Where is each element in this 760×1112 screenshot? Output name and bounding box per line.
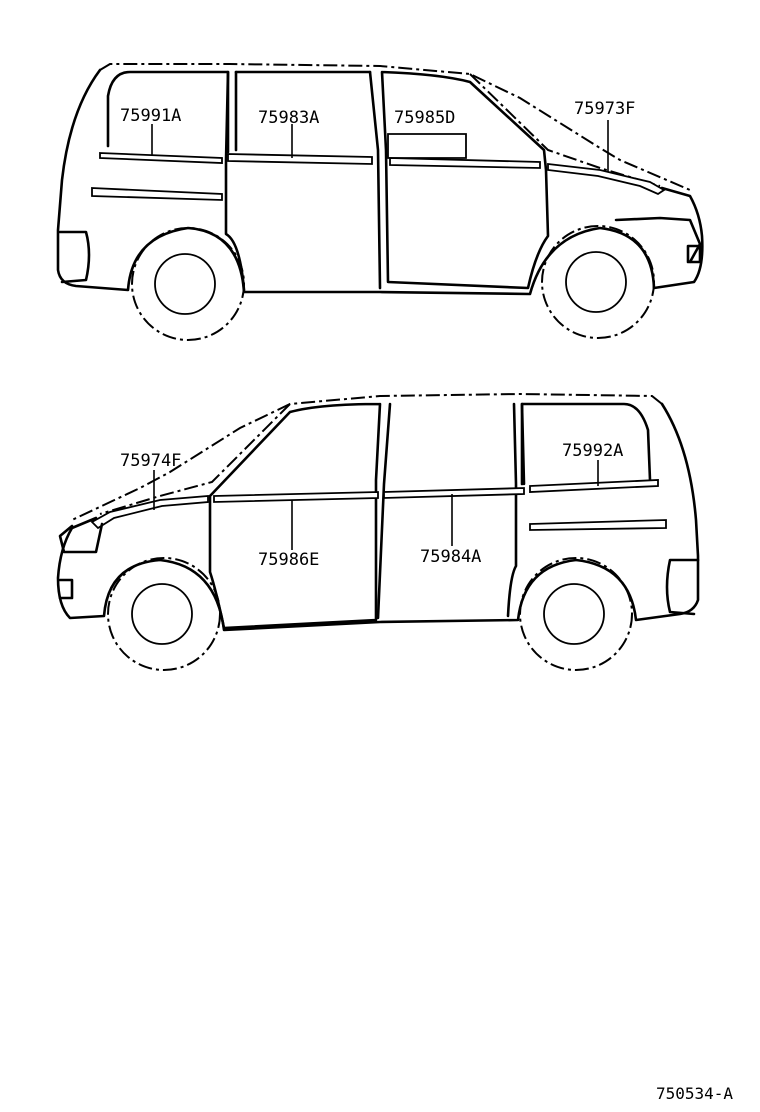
rear-wheel — [154, 253, 216, 315]
front-wheel-arch-left — [107, 557, 221, 671]
rear-side-window-left — [520, 402, 652, 486]
label-75973F: 75973F — [574, 99, 635, 119]
sliding-door-outline — [224, 70, 382, 292]
label-75991A: 75991A — [120, 106, 181, 126]
rear-bumper-left — [665, 558, 700, 616]
sliding-door-outline-left — [376, 402, 526, 620]
rear-wheel-arch — [131, 227, 245, 341]
sliding-door-molding-strip — [227, 153, 373, 165]
label-75986E: 75986E — [258, 550, 319, 570]
headlamp — [614, 216, 702, 264]
front-door-molding-strip — [389, 157, 541, 169]
front-wheel-left — [131, 583, 193, 645]
front-door-outline-left — [208, 402, 382, 630]
front-door-outline — [380, 70, 550, 290]
label-75985D: 75985D — [394, 108, 455, 128]
windshield-molding-strip-left — [90, 495, 209, 530]
van-roof-line — [99, 63, 691, 191]
van-body-outline-left — [56, 402, 700, 632]
rear-window-molding-strip-left — [529, 479, 659, 493]
rear-wheel-arch-left — [519, 557, 633, 671]
rear-window-molding-strip — [99, 152, 223, 164]
van-left-side-view: 75974F 75992A 75986E 75984A — [56, 392, 700, 671]
diagram-code: 750534-A — [656, 1084, 733, 1103]
front-wheel-arch — [541, 225, 655, 339]
label-75984A: 75984A — [420, 547, 481, 567]
van-right-side-view: 75991A 75983A 75985D 75973F — [56, 63, 704, 341]
rear-bumper — [58, 230, 91, 284]
windshield-molding-strip — [547, 162, 666, 196]
label-75974F: 75974F — [120, 451, 181, 471]
label-75983A: 75983A — [258, 108, 319, 128]
sliding-door-molding-strip-left — [383, 487, 525, 499]
rear-quarter-molding — [91, 187, 223, 201]
headlamp-left — [58, 522, 104, 600]
van-hood-line-left — [99, 403, 291, 515]
rear-side-window — [106, 70, 230, 154]
label-75992A: 75992A — [562, 441, 623, 461]
rear-quarter-molding-left — [529, 519, 667, 531]
rear-wheel-left — [543, 583, 605, 645]
front-wheel — [565, 251, 627, 313]
upper-small-box-door-handle — [387, 133, 467, 159]
front-door-molding-strip-left — [213, 491, 379, 503]
